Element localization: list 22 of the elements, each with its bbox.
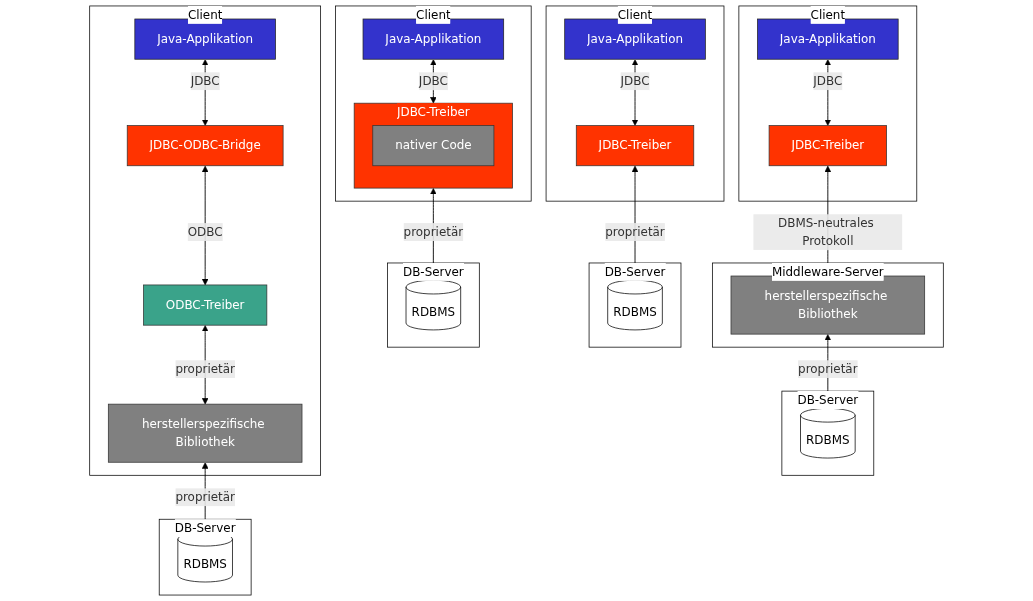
node-box: nativer Code: [372, 125, 495, 167]
edge-label: proprietär: [403, 224, 464, 239]
edge-label: JDBC: [418, 73, 448, 88]
edge-label: proprietär: [605, 224, 665, 239]
node-box: Java-Applikation: [134, 18, 276, 60]
edge-label: DBMS-neutrales Protokoll: [778, 215, 874, 248]
node-box: herstellerspezifische Bibliothek: [730, 275, 926, 335]
edge-label: proprietär: [175, 489, 235, 504]
node-box: JDBC-Treiber: [575, 125, 695, 167]
node-box: JDBC-ODBC-Bridge: [126, 125, 284, 167]
node-box: Java-Applikation: [757, 18, 899, 60]
edge-label: JDBC: [620, 73, 650, 88]
node-box: ODBC-Treiber: [143, 284, 268, 326]
node-box: herstellerspezifische Bibliothek: [107, 403, 303, 463]
edge-label: JDBC: [813, 73, 843, 88]
edge-label: proprietär: [175, 361, 235, 376]
edge-label: ODBC: [187, 224, 223, 239]
node-box: Java-Applikation: [362, 18, 505, 60]
node-box: Java-Applikation: [564, 18, 706, 60]
edge-label: proprietär: [798, 361, 858, 376]
edge-label: JDBC: [190, 73, 220, 88]
node-box: JDBC-Treiber: [768, 125, 887, 167]
